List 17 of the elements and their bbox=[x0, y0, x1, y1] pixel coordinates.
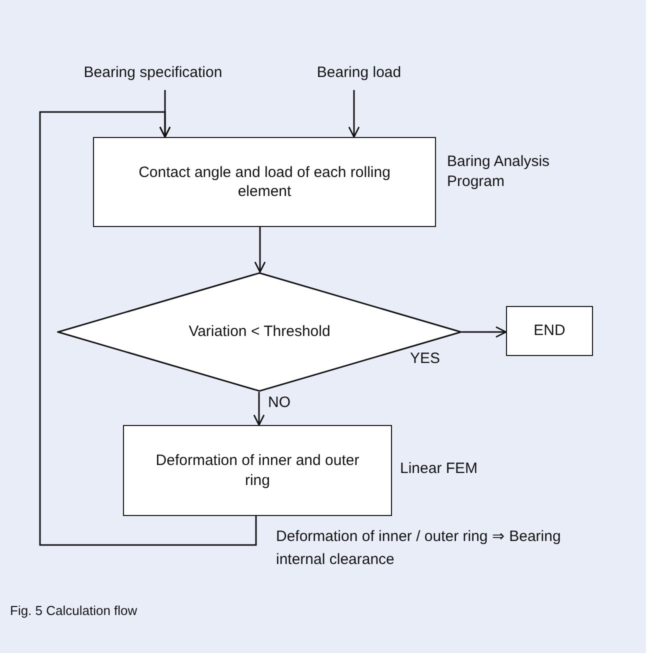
input-label: Bearing specification bbox=[84, 63, 222, 83]
arrow bbox=[348, 90, 360, 138]
arrow bbox=[39, 111, 257, 546]
arrow bbox=[462, 326, 507, 338]
node-text: Deformation of inner and outer ring bbox=[154, 451, 360, 490]
process-box bbox=[123, 425, 392, 516]
arrow bbox=[253, 392, 265, 426]
input-label: Bearing load bbox=[316, 63, 402, 83]
node-text: Variation < Threshold bbox=[188, 322, 330, 342]
node-text: END bbox=[534, 321, 566, 341]
node-note: Linear FEM bbox=[400, 459, 478, 478]
arrow bbox=[254, 227, 266, 273]
process-box bbox=[93, 137, 436, 227]
figure-caption: Fig. 5 Calculation flow bbox=[10, 603, 138, 620]
node-text: Contact angle and load of each rolling element bbox=[138, 162, 392, 202]
process-box bbox=[506, 306, 593, 356]
node-note: Baring Analysis Program bbox=[447, 152, 551, 191]
